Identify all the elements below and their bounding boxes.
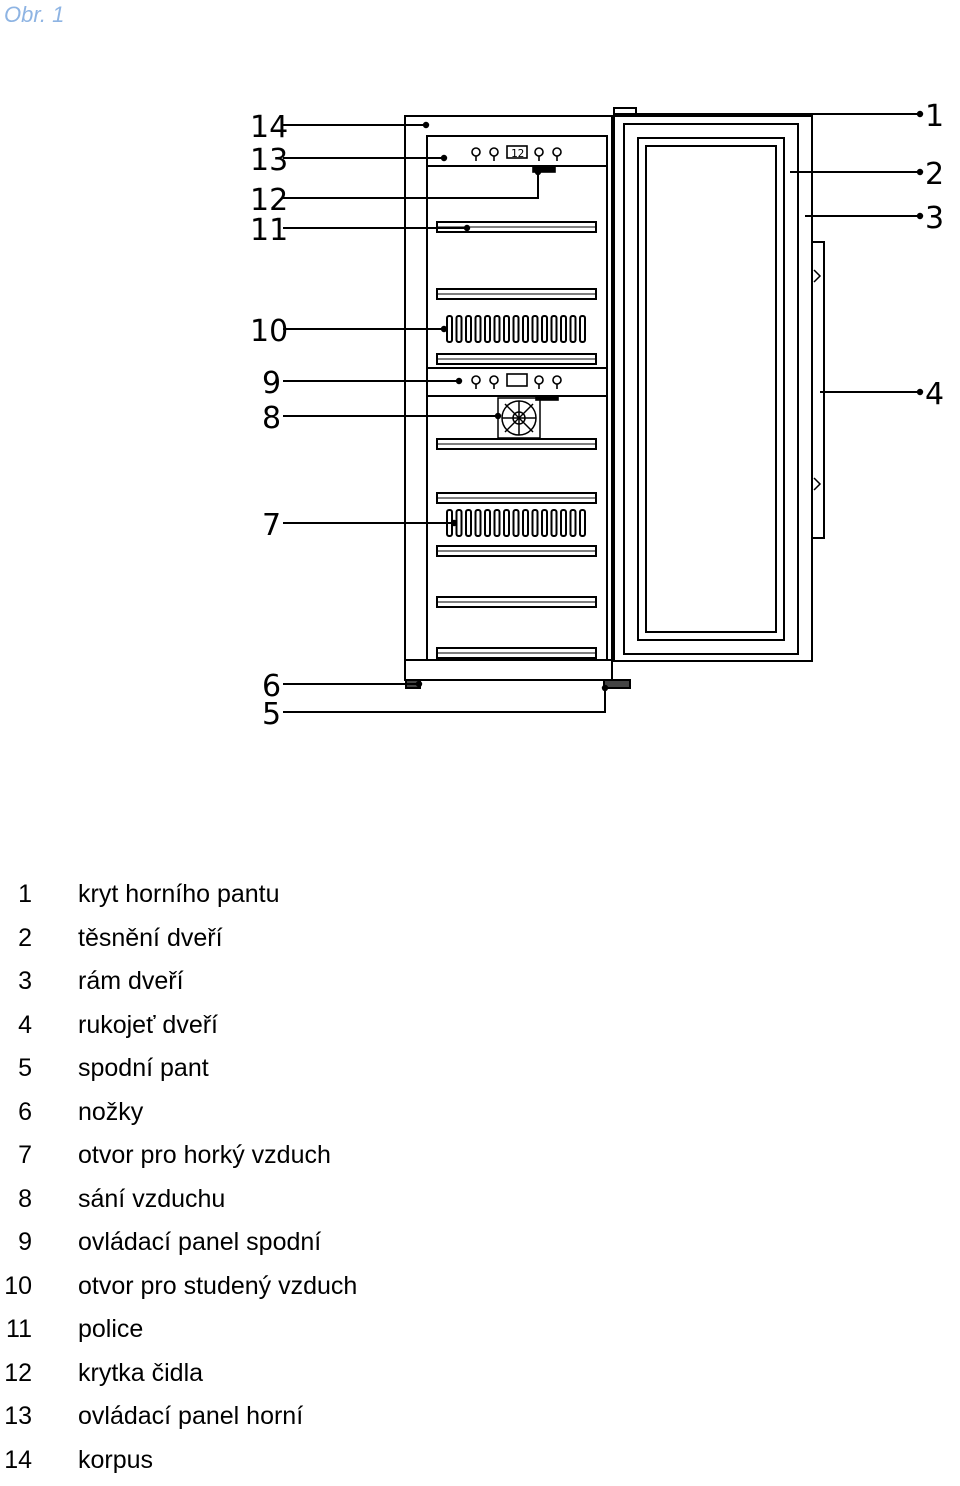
upper-control-panel: 12 bbox=[471, 145, 562, 161]
legend-label: kryt horního pantu bbox=[78, 880, 280, 908]
legend-number: 11 bbox=[6, 1315, 32, 1343]
legend-item: 2 těsnění dveří bbox=[0, 924, 520, 964]
callout-11: 11 bbox=[250, 213, 288, 248]
leader-dot-7 bbox=[450, 519, 458, 527]
legend-item: 10 otvor pro studený vzduch bbox=[0, 1272, 520, 1312]
legend-label: rukojeť dveří bbox=[78, 1010, 218, 1039]
leader-dot-13 bbox=[440, 154, 448, 162]
shelf bbox=[436, 353, 597, 365]
legend-item: 13 ovládací panel horní bbox=[0, 1402, 520, 1442]
legend-item: 5 spodní pant bbox=[0, 1054, 520, 1094]
air-intake-fan bbox=[497, 397, 541, 439]
legend-number: 13 bbox=[4, 1402, 32, 1430]
door bbox=[613, 107, 825, 662]
legend-number: 9 bbox=[18, 1228, 32, 1256]
legend-item: 7 otvor pro horký vzduch bbox=[0, 1141, 520, 1181]
handle-arrow-top bbox=[813, 269, 822, 283]
leader-dot-12 bbox=[534, 168, 542, 176]
legend-label: otvor pro horký vzduch bbox=[78, 1141, 331, 1169]
legend-label: ovládací panel horní bbox=[78, 1402, 304, 1430]
figure-caption: Obr. 1 bbox=[4, 2, 65, 27]
shelf bbox=[436, 288, 597, 300]
callout-1: 1 bbox=[925, 99, 944, 134]
legend-item: 8 sání vzduchu bbox=[0, 1185, 520, 1225]
legend-label: otvor pro studený vzduch bbox=[78, 1271, 358, 1300]
legend-number: 14 bbox=[4, 1445, 32, 1474]
legend-label: sání vzduchu bbox=[78, 1184, 226, 1213]
legend-label: těsnění dveří bbox=[78, 923, 223, 952]
callout-10: 10 bbox=[250, 314, 288, 349]
leader-dot-1 bbox=[916, 110, 924, 118]
legend-number: 3 bbox=[18, 967, 32, 995]
callout-7: 7 bbox=[262, 508, 281, 543]
callout-2: 2 bbox=[925, 157, 944, 192]
callout-13: 13 bbox=[250, 143, 288, 178]
lower-control-panel bbox=[471, 373, 562, 389]
legend-number: 10 bbox=[4, 1271, 32, 1300]
leader-dot-2 bbox=[916, 168, 924, 176]
callout-6: 6 bbox=[262, 669, 281, 704]
legend-number: 7 bbox=[18, 1141, 32, 1169]
callout-8: 8 bbox=[262, 401, 281, 436]
leader-line-5 bbox=[283, 688, 606, 713]
legend-label: police bbox=[78, 1315, 144, 1343]
door-glass-inner bbox=[645, 145, 777, 633]
shelf bbox=[436, 647, 597, 659]
callout-12: 12 bbox=[250, 183, 288, 218]
leader-dot-9 bbox=[455, 377, 463, 385]
hot-air-vent bbox=[446, 509, 586, 537]
sensor-cover bbox=[532, 165, 556, 173]
legend-label: krytka čidla bbox=[78, 1358, 204, 1387]
leader-dot-4 bbox=[916, 388, 924, 396]
shelf bbox=[436, 492, 597, 504]
legend-number: 8 bbox=[18, 1184, 32, 1213]
legend-item: 12 krytka čidla bbox=[0, 1359, 520, 1399]
shelf bbox=[436, 438, 597, 450]
callout-5: 5 bbox=[262, 697, 281, 732]
callout-14: 14 bbox=[250, 110, 288, 145]
handle-arrow-bottom bbox=[813, 477, 822, 491]
legend-item: 9 ovládací panel spodní bbox=[0, 1228, 520, 1268]
leader-dot-3 bbox=[916, 212, 924, 220]
legend-label: ovládací panel spodní bbox=[78, 1228, 322, 1256]
leader-dot-6 bbox=[415, 680, 423, 688]
legend-number: 4 bbox=[18, 1010, 32, 1039]
display-readout: 12 bbox=[511, 147, 524, 160]
door-seal bbox=[623, 123, 799, 655]
leader-dot-11 bbox=[463, 224, 471, 232]
leader-dot-10 bbox=[440, 325, 448, 333]
legend-number: 5 bbox=[18, 1054, 32, 1082]
leader-dot-5 bbox=[601, 684, 609, 692]
cabinet-base bbox=[404, 659, 613, 681]
legend-label: rám dveří bbox=[78, 967, 184, 995]
legend-item: 6 nožky bbox=[0, 1098, 520, 1138]
callout-3: 3 bbox=[925, 201, 944, 236]
cold-air-vent bbox=[446, 315, 586, 343]
legend-number: 1 bbox=[18, 880, 32, 908]
leader-dot-14 bbox=[422, 121, 430, 129]
legend-item: 1 kryt horního pantu bbox=[0, 880, 520, 920]
shelf bbox=[436, 596, 597, 608]
legend-label: nožky bbox=[78, 1097, 144, 1126]
legend-number: 6 bbox=[18, 1097, 32, 1126]
shelf bbox=[436, 545, 597, 557]
legend-item: 3 rám dveří bbox=[0, 967, 520, 1007]
legend-number: 2 bbox=[18, 923, 32, 952]
legend-label: spodní pant bbox=[78, 1054, 209, 1082]
door-handle bbox=[811, 241, 825, 539]
door-frame bbox=[613, 115, 813, 662]
legend-item: 11 police bbox=[0, 1315, 520, 1355]
leader-line-12 bbox=[283, 172, 539, 199]
callout-4: 4 bbox=[925, 377, 944, 412]
foot-right bbox=[603, 679, 631, 689]
legend-item: 14 korpus bbox=[0, 1446, 520, 1486]
door-glass bbox=[637, 137, 785, 641]
legend-label: korpus bbox=[78, 1445, 154, 1474]
legend-item: 4 rukojeť dveří bbox=[0, 1011, 520, 1051]
callout-9: 9 bbox=[262, 366, 281, 401]
leader-dot-8 bbox=[494, 412, 502, 420]
legend-number: 12 bbox=[4, 1358, 32, 1387]
